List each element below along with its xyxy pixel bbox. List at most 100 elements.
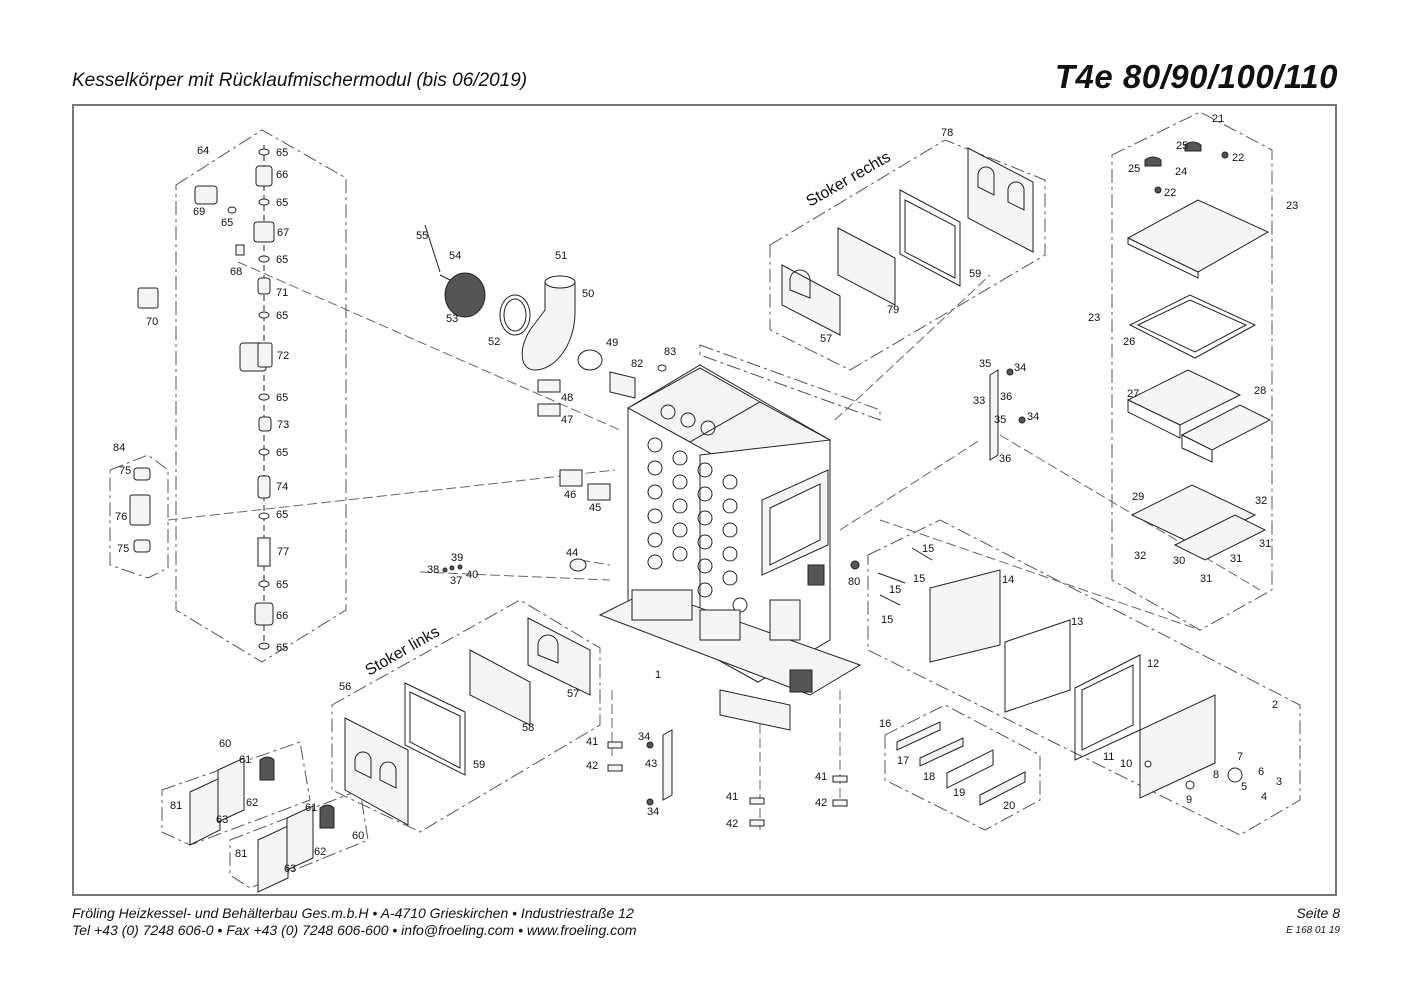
callout-83: 83 (664, 346, 676, 358)
callout-31a: 31 (1259, 538, 1271, 550)
callout-54: 54 (449, 250, 461, 262)
callout-15b: 15 (913, 573, 925, 585)
callout-8: 8 (1213, 769, 1219, 781)
callout-38: 38 (427, 564, 439, 576)
group-outline-motor-left-upper (161, 741, 311, 846)
callout-81a: 81 (170, 800, 182, 812)
callout-41b: 41 (726, 791, 738, 803)
callout-2: 2 (1272, 699, 1278, 711)
page-number: Seite 8 (1296, 905, 1340, 921)
callout-41a: 41 (586, 736, 598, 748)
callout-55: 55 (416, 230, 428, 242)
callout-82: 82 (631, 358, 643, 370)
callout-65c: 65 (221, 217, 233, 229)
callout-65g: 65 (276, 447, 288, 459)
callout-60a: 60 (219, 738, 231, 750)
callout-84: 84 (113, 442, 125, 454)
callout-50: 50 (582, 288, 594, 300)
callout-29: 29 (1132, 491, 1144, 503)
callout-5: 5 (1241, 781, 1247, 793)
callout-68: 68 (230, 266, 242, 278)
callout-34c: 34 (638, 731, 650, 743)
callout-64: 64 (197, 145, 209, 157)
callout-34b: 34 (1027, 411, 1039, 423)
callout-73: 73 (277, 419, 289, 431)
callout-58: 58 (522, 722, 534, 734)
callout-65i: 65 (276, 579, 288, 591)
group-outline-door-bracket (699, 344, 881, 421)
callout-60b: 60 (352, 830, 364, 842)
page-title: Kesselkörper mit Rücklaufmischermodul (b… (72, 70, 528, 91)
callout-59a: 59 (969, 268, 981, 280)
leader-line (419, 571, 611, 581)
callout-37: 37 (450, 575, 462, 587)
callout-81b: 81 (235, 848, 247, 860)
callout-52: 52 (488, 336, 500, 348)
callout-22a: 22 (1232, 152, 1244, 164)
callout-65a: 65 (276, 147, 288, 159)
leader-line (879, 519, 1201, 631)
group-label-stoker-rechts: Stoker rechts (804, 149, 894, 211)
group-outline-stoker-links (331, 599, 601, 833)
callout-4: 4 (1261, 791, 1267, 803)
callout-76: 76 (115, 511, 127, 523)
callout-25a: 25 (1176, 140, 1188, 152)
callout-40: 40 (466, 569, 478, 581)
fan-parts (424, 224, 667, 572)
callout-34d: 34 (647, 806, 659, 818)
callout-22b: 22 (1164, 187, 1176, 199)
callout-62a: 62 (246, 797, 258, 809)
callout-42a: 42 (586, 760, 598, 772)
callout-35a: 35 (979, 358, 991, 370)
callout-59b: 59 (473, 759, 485, 771)
callout-51: 51 (555, 250, 567, 262)
footer-contact-line: Tel +43 (0) 7248 606-0 • Fax +43 (0) 724… (72, 922, 637, 938)
leader-line (167, 469, 616, 521)
boiler-body (598, 364, 862, 731)
callout-24: 24 (1175, 166, 1187, 178)
callout-15d: 15 (881, 614, 893, 626)
callout-47: 47 (561, 414, 573, 426)
group-outline-cover-parts (1111, 111, 1273, 631)
callout-66a: 66 (276, 169, 288, 181)
callout-6: 6 (1258, 766, 1264, 778)
callout-20: 20 (1003, 800, 1015, 812)
callout-23b: 23 (1088, 312, 1100, 324)
group-outline-pump-module (175, 129, 347, 663)
callout-65f: 65 (276, 392, 288, 404)
callout-31c: 31 (1200, 573, 1212, 585)
small-hardware (442, 368, 1026, 827)
callout-79: 79 (887, 304, 899, 316)
callout-26: 26 (1123, 336, 1135, 348)
callout-80: 80 (848, 576, 860, 588)
cover-parts (1126, 141, 1272, 561)
callout-53: 53 (446, 313, 458, 325)
callout-61a: 61 (239, 754, 251, 766)
callout-72: 72 (277, 350, 289, 362)
callout-16: 16 (879, 718, 891, 730)
diagram-frame (72, 104, 1337, 896)
callout-65b: 65 (276, 197, 288, 209)
group-outline-gasket-set (884, 704, 1041, 831)
document-code: E 168 01 19 (1286, 925, 1340, 936)
callout-31b: 31 (1230, 553, 1242, 565)
leader-line (834, 274, 991, 421)
callout-18: 18 (923, 771, 935, 783)
leader-line (579, 559, 611, 566)
callout-71: 71 (276, 287, 288, 299)
callout-3: 3 (1276, 776, 1282, 788)
callout-34a: 34 (1014, 362, 1026, 374)
callout-36b: 36 (999, 453, 1011, 465)
callout-63a: 63 (216, 814, 228, 826)
callout-32b: 32 (1134, 550, 1146, 562)
callout-70: 70 (146, 316, 158, 328)
callout-63b: 63 (284, 863, 296, 875)
callout-66b: 66 (276, 610, 288, 622)
callout-62b: 62 (314, 846, 326, 858)
footer-company-line: Fröling Heizkessel- und Behälterbau Ges.… (72, 905, 634, 921)
callout-61b: 61 (305, 802, 317, 814)
model-title: T4e 80/90/100/110 (1054, 58, 1338, 95)
callout-67: 67 (277, 227, 289, 239)
stoker-links-parts (189, 617, 591, 893)
